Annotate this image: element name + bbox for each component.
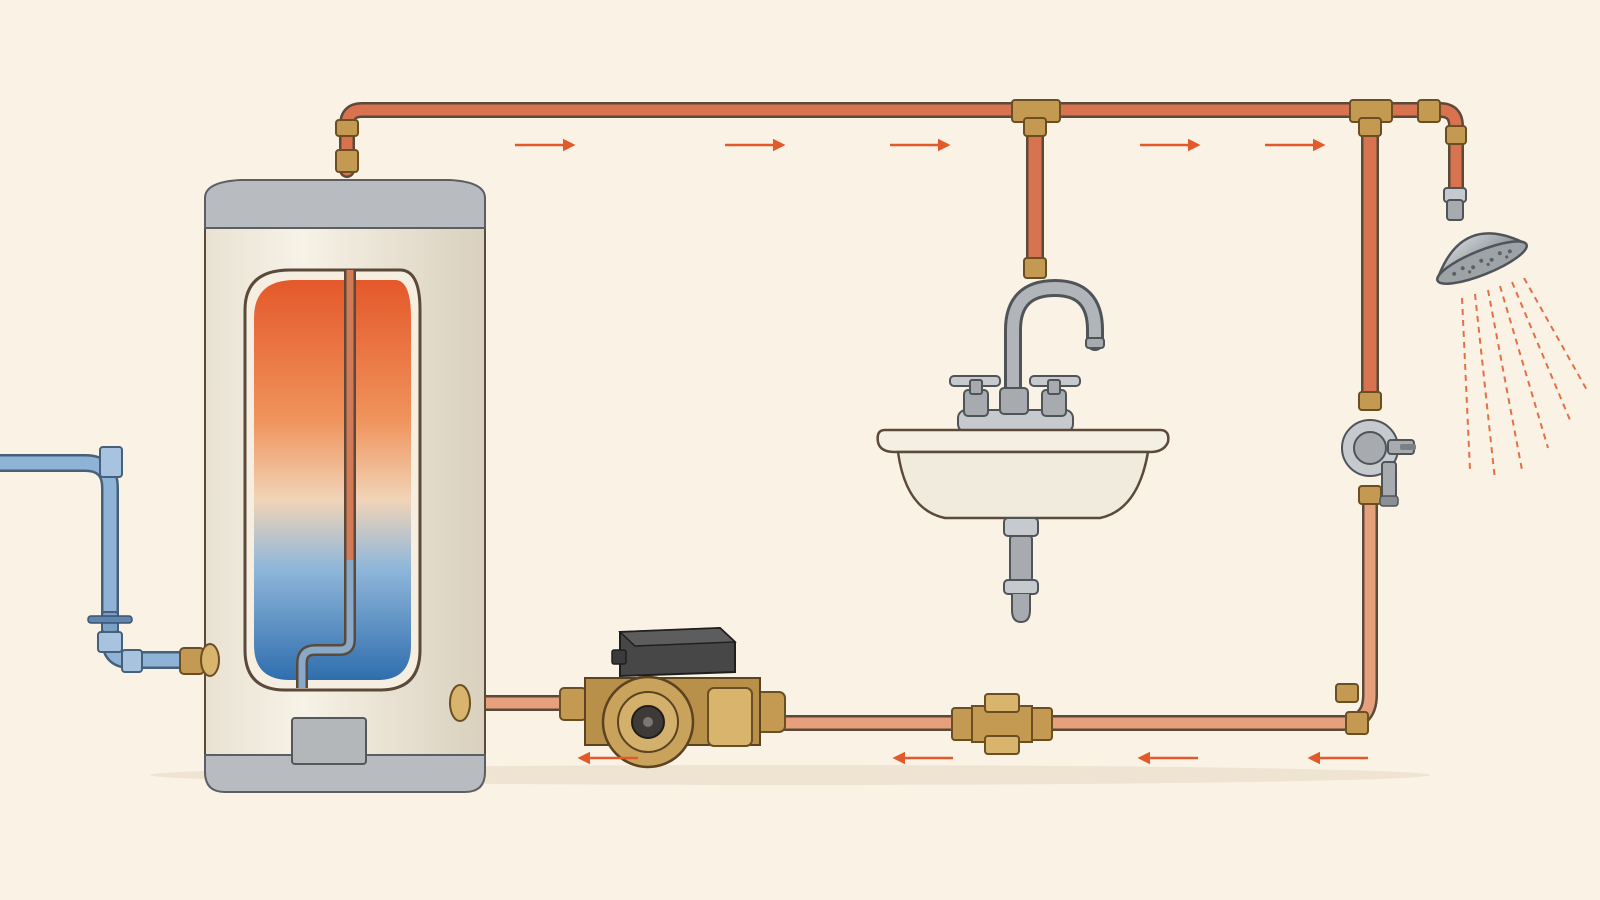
cold-inlet-valve — [87, 611, 133, 633]
hot-supply-line — [339, 102, 1464, 400]
circulation-pump-icon — [559, 626, 786, 769]
cold-inlet-line — [0, 454, 195, 669]
shower-spray — [1461, 277, 1589, 481]
shower-head-icon — [1436, 187, 1589, 481]
check-valve-icon — [951, 693, 1053, 755]
sink-faucet-icon — [876, 278, 1170, 624]
water-heater-tank-icon — [200, 179, 486, 793]
tank-nameplate — [291, 717, 367, 765]
flow-arrows — [515, 138, 1368, 765]
shutoff-valve-icon — [1341, 419, 1416, 507]
